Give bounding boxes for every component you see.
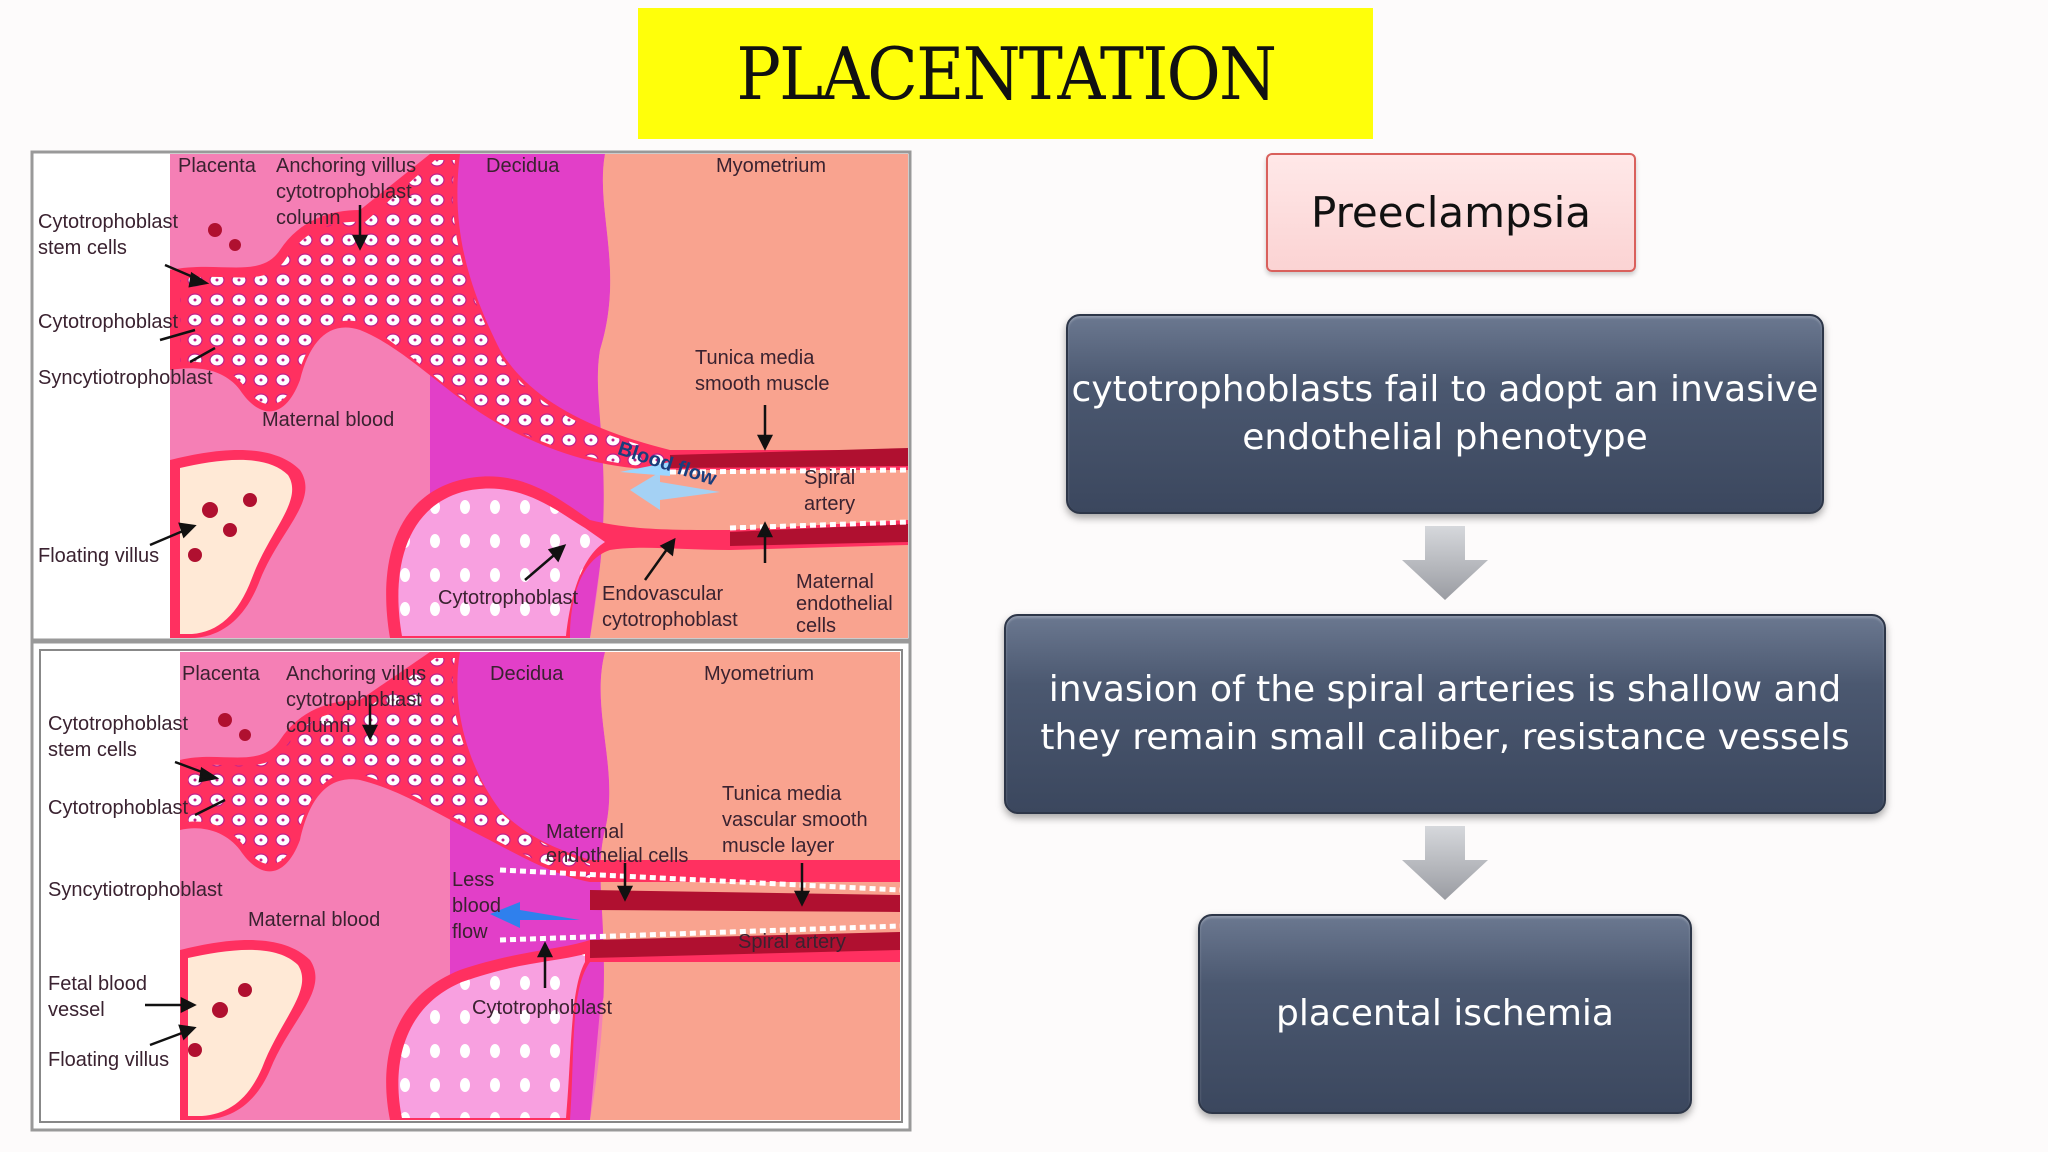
label-fetal-1: Fetal blood [48, 973, 147, 995]
label-syncytio-bottom: Syncytiotrophoblast [48, 879, 223, 901]
title-banner: PLACENTATION [638, 8, 1373, 139]
label-mat-endo-top-3: cells [796, 615, 837, 637]
label-spiral-artery-bottom: Spiral artery [738, 931, 846, 953]
label-fetal-2: vessel [48, 999, 105, 1021]
diagram-illustration [30, 150, 912, 1132]
label-endo-top-1: Endovascular [602, 583, 724, 605]
label-endo-top-2: cytotrophoblast [602, 609, 738, 631]
label-placenta-top: Placenta [178, 155, 256, 177]
label-anchoring-top-1: Anchoring villus [276, 155, 417, 177]
label-cytotrophoblast-top: Cytotrophoblast [38, 311, 179, 333]
label-maternal-blood-bottom: Maternal blood [248, 909, 381, 931]
label-tunica-top-1: Tunica media [695, 347, 815, 369]
label-anchoring-bottom-2: cytotrophoblast [286, 689, 422, 711]
preeclampsia-heading-text: Preeclampsia [1311, 188, 1591, 237]
label-myometrium-bottom: Myometrium [704, 663, 815, 685]
label-stem-bottom-2: stem cells [48, 739, 137, 761]
label-mat-endo-bottom-1: Maternal [546, 821, 624, 843]
page-title: PLACENTATION [736, 31, 1277, 116]
label-mat-endo-top-2: endothelial [796, 593, 893, 615]
placentation-diagram: Placenta Anchoring villus cytotrophoblas… [30, 150, 912, 1132]
bottom-panel [30, 640, 912, 1132]
label-tunica-bottom-1: Tunica media [722, 783, 842, 805]
flow-step-3-text: placental ischemia [1276, 993, 1614, 1034]
label-maternal-blood-top: Maternal blood [262, 409, 395, 431]
label-cyto-bottom-top: Cytotrophoblast [438, 587, 579, 609]
label-myometrium-top: Myometrium [716, 155, 827, 177]
label-anchoring-top-2: cytotrophoblast [276, 181, 412, 203]
preeclampsia-heading: Preeclampsia [1266, 153, 1636, 272]
label-syncytio-top: Syncytiotrophoblast [38, 367, 213, 389]
label-less-1: Less [452, 869, 495, 891]
label-less-3: flow [452, 921, 488, 943]
label-mat-endo-bottom-2: endothelial cells [546, 845, 689, 867]
flow-step-1: cytotrophoblasts fail to adopt an invasi… [1066, 314, 1824, 514]
label-anchoring-top-3: column [276, 207, 341, 229]
label-floating-villus-bottom: Floating villus [48, 1049, 170, 1071]
label-floating-villus-top: Floating villus [38, 545, 160, 567]
pointer-arrows [145, 205, 811, 1047]
down-arrow-icon [1402, 826, 1488, 900]
label-placenta-bottom: Placenta [182, 663, 260, 685]
label-less-2: blood [452, 895, 501, 917]
flow-step-2-text: invasion of the spiral arteries is shall… [1040, 669, 1850, 758]
label-anchoring-bottom-3: column [286, 715, 351, 737]
flow-step-1-text: cytotrophoblasts fail to adopt an invasi… [1071, 369, 1819, 458]
label-cytotrophoblast-bottom: Cytotrophoblast [48, 797, 189, 819]
label-spiral-top-1: Spiral [804, 467, 856, 489]
label-stem-top-2: stem cells [38, 237, 127, 259]
top-panel [30, 150, 912, 642]
label-spiral-top-2: artery [804, 493, 856, 515]
label-decidua-bottom: Decidua [490, 663, 564, 685]
flow-step-2: invasion of the spiral arteries is shall… [1004, 614, 1886, 814]
flow-step-3: placental ischemia [1198, 914, 1692, 1114]
label-stem-bottom-1: Cytotrophoblast [48, 713, 189, 735]
label-mat-endo-top-1: Maternal [796, 571, 874, 593]
label-stem-top-1: Cytotrophoblast [38, 211, 179, 233]
label-anchoring-bottom-1: Anchoring villus [286, 663, 427, 685]
label-cyto-bottom-bottom: Cytotrophoblast [472, 997, 613, 1019]
label-decidua-top: Decidua [486, 155, 560, 177]
label-tunica-bottom-3: muscle layer [722, 835, 835, 857]
label-tunica-top-2: smooth muscle [695, 373, 830, 395]
label-tunica-bottom-2: vascular smooth [722, 809, 868, 831]
down-arrow-icon [1402, 526, 1488, 600]
